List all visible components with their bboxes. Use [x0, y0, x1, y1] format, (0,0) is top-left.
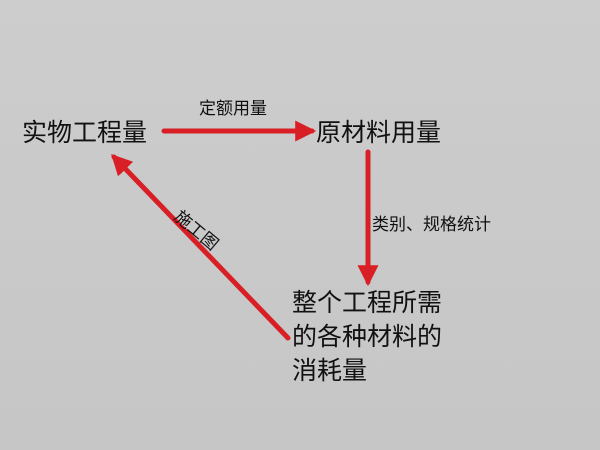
node-total-consumption-line-2: 的各种材料的	[292, 322, 443, 351]
node-total-consumption-line-1: 整个工程所需	[292, 288, 443, 317]
edge-label-quota-usage: 定额用量	[199, 99, 267, 119]
node-total-consumption-line-3: 消耗量	[292, 356, 368, 385]
edge-label-category-spec: 类别、规格统计	[372, 215, 491, 235]
node-physical-quantity: 实物工程量	[22, 118, 148, 147]
arrow-total-to-physical	[111, 153, 291, 341]
node-raw-material: 原材料用量	[316, 118, 442, 147]
node-total-consumption: 整个工程所需 的各种材料的 消耗量	[292, 286, 442, 388]
